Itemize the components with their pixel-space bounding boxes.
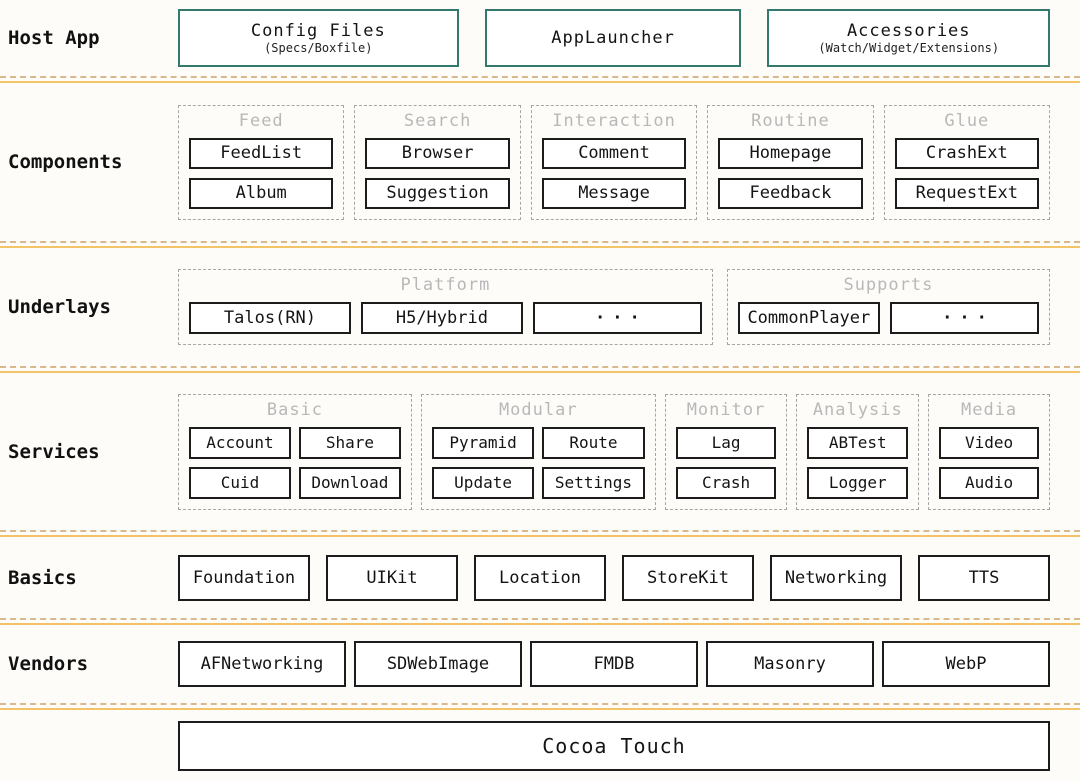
- group-interaction: Interaction Comment Message: [530, 104, 698, 220]
- box-download: Download: [298, 466, 401, 499]
- group-analysis: Analysis ABTest Logger: [796, 393, 920, 510]
- layer-underlays: Underlays Platform Talos(RN) H5/Hybrid ·…: [0, 248, 1080, 366]
- group-monitor: Monitor Lag Crash: [664, 393, 788, 510]
- box-update: Update: [431, 466, 535, 499]
- group-routine: Routine Homepage Feedback: [707, 104, 874, 220]
- basics-boxes: Foundation UIKit Location StoreKit Netwo…: [178, 554, 1050, 601]
- group-media: Media Video Audio: [928, 393, 1050, 510]
- group-title: Modular: [498, 399, 578, 420]
- box-message: Message: [541, 177, 687, 209]
- layer-divider: [0, 703, 1080, 710]
- box-audio: Audio: [939, 466, 1039, 499]
- layer-divider: [0, 618, 1080, 625]
- group-supports: Supports CommonPlayer ···: [726, 269, 1050, 345]
- box-masonry: Masonry: [706, 641, 874, 687]
- group-glue: Glue CrashExt RequestExt: [883, 104, 1051, 220]
- box-subtitle: (Specs/Boxfile): [264, 41, 373, 55]
- group-feed: Feed FeedList Album: [178, 104, 345, 220]
- box-cocoa-touch: Cocoa Touch: [178, 720, 1050, 771]
- box-feedlist: FeedList: [189, 137, 334, 169]
- services-groups: Basic Account Share Cuid Download Modula…: [178, 393, 1050, 510]
- box-supports-more: ···: [889, 302, 1040, 334]
- layer-cocoa-touch: Cocoa Touch: [0, 710, 1080, 781]
- box-album: Album: [189, 177, 334, 209]
- group-title: Supports: [843, 275, 934, 295]
- box-cuid: Cuid: [189, 466, 291, 499]
- box-platform-more: ···: [532, 302, 702, 334]
- layer-label-underlays: Underlays: [8, 296, 111, 318]
- box-browser: Browser: [365, 137, 510, 169]
- box-requestext: RequestExt: [894, 177, 1040, 209]
- box-share: Share: [298, 426, 401, 459]
- box-location: Location: [474, 554, 606, 601]
- box-logger: Logger: [807, 466, 909, 499]
- box-homepage: Homepage: [718, 137, 863, 169]
- box-sdwebimage: SDWebImage: [354, 641, 522, 687]
- box-lag: Lag: [675, 426, 777, 459]
- layer-host-app: Host App Config Files (Specs/Boxfile) Ap…: [0, 0, 1080, 76]
- layer-label-host-app: Host App: [8, 27, 100, 49]
- layer-label-basics: Basics: [8, 566, 77, 589]
- layer-components: Components Feed FeedList Album Search Br…: [0, 83, 1080, 241]
- group-modular: Modular Pyramid Route Update Settings: [420, 393, 656, 510]
- group-title: Glue: [944, 110, 990, 131]
- group-title: Search: [403, 110, 472, 131]
- components-groups: Feed FeedList Album Search Browser Sugge…: [178, 104, 1051, 220]
- box-h5-hybrid: H5/Hybrid: [360, 302, 523, 334]
- box-networking: Networking: [770, 554, 902, 601]
- group-title: Basic: [266, 399, 324, 420]
- box-storekit: StoreKit: [622, 554, 754, 601]
- box-foundation: Foundation: [178, 554, 310, 601]
- box-crashext: CrashExt: [894, 137, 1040, 169]
- layer-label-components: Components: [8, 151, 123, 173]
- group-title: Analysis: [812, 399, 903, 420]
- box-uikit: UIKit: [326, 554, 458, 601]
- group-title: Feed: [238, 110, 284, 131]
- box-afnetworking: AFNetworking: [178, 641, 346, 687]
- group-title: Media: [960, 399, 1018, 420]
- box-webp: WebP: [882, 641, 1050, 687]
- box-crash: Crash: [675, 466, 777, 499]
- box-suggestion: Suggestion: [365, 177, 510, 209]
- group-title: Platform: [400, 275, 491, 295]
- layer-divider: [0, 530, 1080, 537]
- layer-vendors: Vendors AFNetworking SDWebImage FMDB Mas…: [0, 625, 1080, 703]
- group-title: Monitor: [686, 399, 766, 420]
- box-tts: TTS: [918, 554, 1050, 601]
- box-feedback: Feedback: [718, 177, 863, 209]
- layer-label-vendors: Vendors: [8, 653, 89, 675]
- box-config-files: Config Files (Specs/Boxfile): [178, 9, 459, 67]
- layer-divider: [0, 241, 1080, 248]
- box-pyramid: Pyramid: [431, 426, 535, 459]
- box-settings: Settings: [542, 466, 645, 499]
- group-platform: Platform Talos(RN) H5/Hybrid ···: [178, 269, 713, 345]
- box-subtitle: (Watch/Widget/Extensions): [818, 41, 1000, 55]
- box-applauncher: AppLauncher: [484, 9, 742, 67]
- group-basic: Basic Account Share Cuid Download: [178, 393, 412, 510]
- group-title: Routine: [751, 110, 830, 131]
- layer-label-services: Services: [8, 440, 100, 463]
- layer-services: Services Basic Account Share Cuid Downlo…: [0, 373, 1080, 530]
- layer-divider: [0, 76, 1080, 83]
- layer-divider: [0, 366, 1080, 373]
- box-abtest: ABTest: [807, 426, 909, 459]
- box-comment: Comment: [541, 137, 687, 169]
- box-route: Route: [542, 426, 645, 459]
- vendors-boxes: AFNetworking SDWebImage FMDB Masonry Web…: [178, 641, 1050, 687]
- layer-basics: Basics Foundation UIKit Location StoreKi…: [0, 537, 1080, 618]
- box-talos-rn: Talos(RN): [189, 302, 351, 334]
- underlays-groups: Platform Talos(RN) H5/Hybrid ··· Support…: [178, 269, 1050, 345]
- box-commonplayer: CommonPlayer: [737, 302, 880, 334]
- host-app-boxes: Config Files (Specs/Boxfile) AppLauncher…: [178, 9, 1050, 67]
- box-video: Video: [939, 426, 1039, 459]
- box-title: Config Files: [250, 21, 386, 41]
- group-search: Search Browser Suggestion: [354, 104, 521, 220]
- box-title: Accessories: [846, 21, 971, 41]
- box-accessories: Accessories (Watch/Widget/Extensions): [767, 9, 1050, 67]
- box-account: Account: [189, 426, 291, 459]
- group-title: Interaction: [552, 110, 676, 131]
- box-title: AppLauncher: [551, 28, 675, 48]
- cocoa-touch-container: Cocoa Touch: [178, 720, 1050, 771]
- box-fmdb: FMDB: [530, 641, 698, 687]
